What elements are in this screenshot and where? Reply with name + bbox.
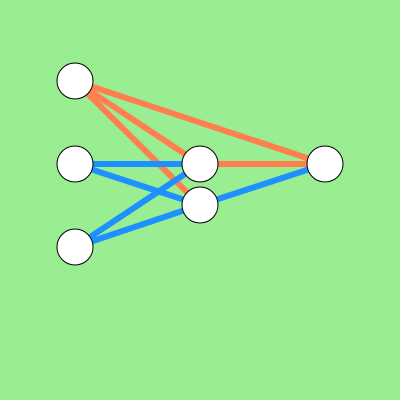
edge-n3-n5 (74, 202, 201, 250)
node-n2 (56, 145, 94, 183)
edge-n3-n4 (73, 161, 202, 250)
node-n6 (306, 145, 344, 183)
edge-n1-n5 (72, 78, 203, 208)
node-n1 (56, 62, 94, 100)
edge-n1-n6 (74, 78, 326, 167)
edges-layer (72, 78, 326, 250)
edge-n1-n4 (73, 78, 202, 167)
node-n3 (56, 228, 94, 266)
nodes-layer (56, 62, 344, 266)
edge-n5-n6 (199, 161, 326, 208)
node-n5 (181, 186, 219, 224)
node-n4 (181, 145, 219, 183)
edge-n2-n5 (74, 161, 201, 208)
